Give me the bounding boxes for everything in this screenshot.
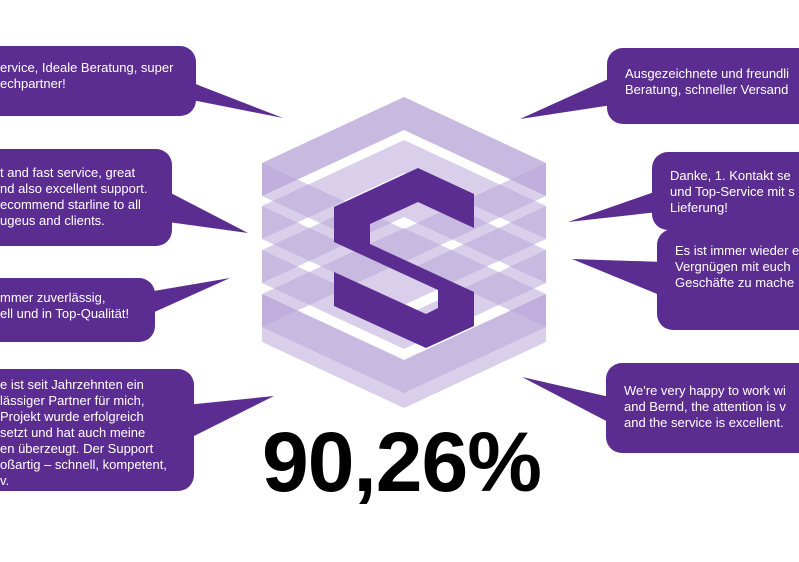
bubble-tail-right-3 (572, 259, 664, 296)
bubble-tail-left-1 (180, 78, 283, 118)
testimonial-bubble-left-1: ervice, Ideale Beratung, super echpartne… (0, 46, 196, 116)
testimonial-text: Danke, 1. Kontakt se und Top-Service mit… (670, 168, 795, 215)
testimonial-text: Es ist immer wieder e Vergnügen mit euch… (675, 243, 799, 290)
testimonial-bubble-left-2: t and fast service, great nd also excell… (0, 149, 172, 246)
bubble-tail-right-1 (520, 76, 615, 119)
testimonial-text: mmer zuverlässig, ell und in Top-Qualitä… (0, 290, 130, 321)
testimonial-bubble-right-2: Danke, 1. Kontakt se und Top-Service mit… (652, 152, 799, 230)
bubble-tail-right-2 (568, 190, 660, 222)
bubble-tail-left-2 (165, 190, 248, 233)
testimonial-text: e ist seit Jahrzehnten ein lässiger Part… (0, 377, 167, 488)
testimonial-text: t and fast service, great nd also excell… (0, 165, 148, 228)
bubble-tail-left-3 (148, 278, 230, 314)
testimonial-bubble-left-3: mmer zuverlässig, ell und in Top-Qualitä… (0, 278, 155, 342)
testimonial-bubble-right-1: Ausgezeichnete und freundli Beratung, sc… (607, 48, 799, 124)
testimonial-text: ervice, Ideale Beratung, super echpartne… (0, 60, 174, 91)
testimonial-bubble-right-4: We're very happy to work wi and Bernd, t… (606, 363, 799, 453)
testimonial-bubble-left-4: e ist seit Jahrzehnten ein lässiger Part… (0, 369, 194, 491)
testimonial-text: Ausgezeichnete und freundli Beratung, sc… (625, 66, 790, 97)
testimonial-bubble-right-3: Es ist immer wieder e Vergnügen mit euch… (657, 229, 799, 330)
bubble-tail-left-4 (186, 396, 274, 438)
testimonial-text: We're very happy to work wi and Bernd, t… (624, 383, 786, 430)
bubble-tail-right-4 (522, 377, 614, 424)
satisfaction-percentage: 90,26% (262, 415, 542, 509)
